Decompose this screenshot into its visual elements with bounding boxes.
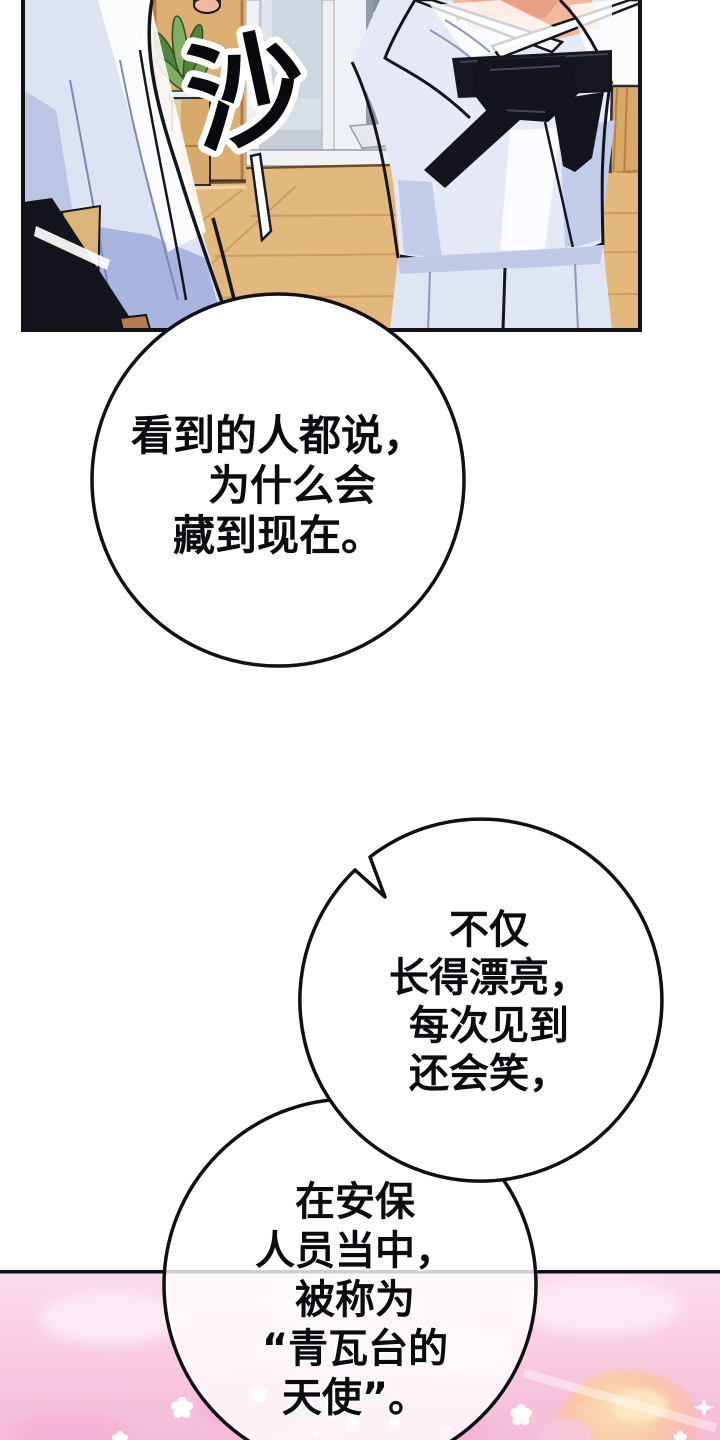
speech-line: 看到的人都说，: [130, 411, 425, 460]
left-person: [23, 0, 234, 330]
speech-line: 天使”。: [281, 1375, 429, 1421]
speech-line: 不仅: [449, 907, 529, 953]
speech-line: 藏到现在。: [172, 511, 383, 560]
head-top: [193, 0, 221, 14]
speech-line: 还会笑，: [409, 1051, 569, 1097]
bubble1-tail: [211, 217, 237, 304]
dojo-panel: [23, 0, 640, 330]
left-belt: [23, 198, 138, 330]
speech-line: 被称为: [295, 1277, 415, 1323]
speech-line: 为什么会: [207, 461, 376, 510]
speech-bubble-1-text: 看到的人都说， 为什么会 藏到现在。: [118, 411, 438, 561]
sparkle-icon: [694, 1398, 714, 1417]
speech-line: 长得漂亮，: [389, 955, 589, 1001]
soap-bubble: [522, 1368, 718, 1440]
speech-line: 人员当中，: [255, 1228, 455, 1274]
motion-line: [249, 152, 273, 243]
speech-bubble-1: [90, 292, 466, 668]
belt-tail-left: [424, 102, 520, 188]
pants: [390, 245, 612, 330]
speech-bubble-3-text: 在安保 人员当中， 被称为 “青瓦台的 天使”。: [195, 1178, 515, 1423]
speech-line: 每次见到: [409, 1003, 569, 1049]
black-belt: [424, 50, 612, 188]
left-foot: [118, 313, 152, 330]
speech-bubble-2-text: 不仅 长得漂亮， 每次见到 还会笑，: [329, 906, 649, 1098]
speech-bubble-2: [298, 817, 664, 1183]
speech-line: “青瓦台的: [261, 1326, 449, 1372]
speech-line: 在安保: [295, 1179, 415, 1225]
plant-leaves: [153, 15, 216, 92]
belt-tail-right: [552, 92, 604, 172]
right-person: [350, 0, 640, 330]
